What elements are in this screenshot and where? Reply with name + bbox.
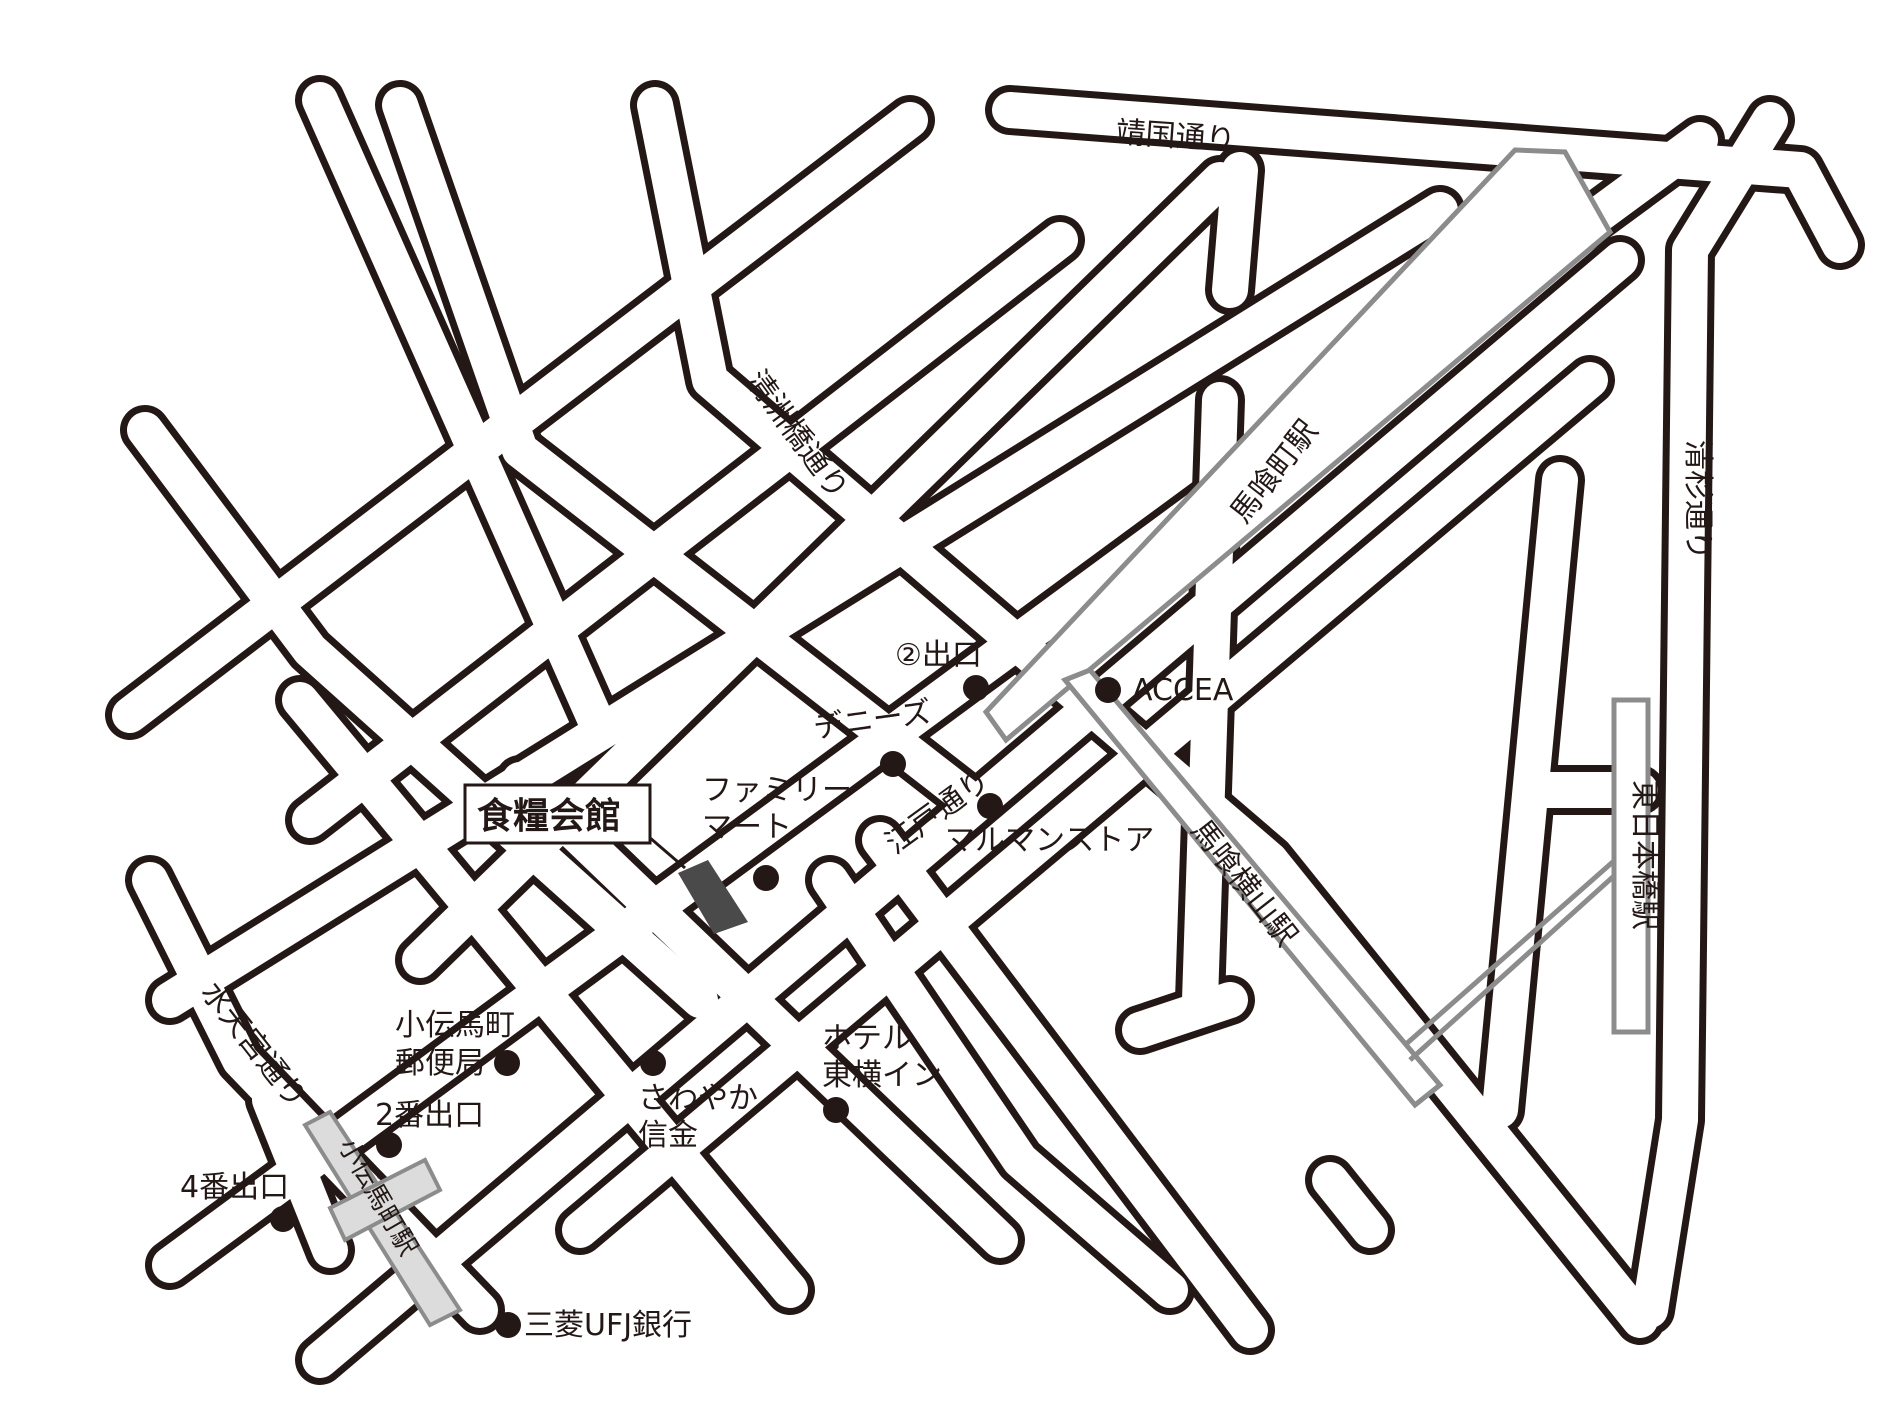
station-higashi-nihonbashi-shape — [1403, 697, 1651, 1062]
poi-label-sawayaka-line1: さわやか — [638, 1081, 758, 1116]
poi-dot — [1095, 677, 1121, 703]
poi-label-exit2-circle: ②出口 — [895, 638, 982, 673]
poi-accea: ACCEA — [1095, 673, 1234, 708]
station-kodenmacho-shape — [302, 1109, 463, 1328]
poi-dot — [494, 1050, 520, 1076]
poi-label-exit2: 2番出口 — [375, 1098, 484, 1133]
map-title: 食糧会館 — [477, 795, 621, 837]
road-label-kiyosugi: 清杉通り — [1680, 440, 1715, 560]
poi-mufg: 三菱UFJ銀行 — [495, 1308, 692, 1343]
poi-exit4: 4番出口 — [180, 1170, 296, 1232]
poi-label-mufg: 三菱UFJ銀行 — [524, 1308, 692, 1343]
poi-dot — [495, 1312, 521, 1338]
road-label-yasukuni: 靖国通り — [1114, 115, 1236, 158]
poi-dot — [977, 793, 1003, 819]
poi-dot — [963, 675, 989, 701]
poi-exit2: 2番出口 — [375, 1098, 484, 1158]
poi-label-sawayaka-line2: 信金 — [638, 1118, 698, 1153]
poi-dot — [753, 865, 779, 891]
station-bakurocho-shape — [982, 147, 1614, 744]
shokuryo-kaikan-building — [678, 860, 748, 934]
station-label-higashi-nihonbashi: 東日本橋駅 — [1627, 780, 1662, 930]
poi-hotel-toyoko-inn: ホテル 東横イン — [822, 1021, 942, 1123]
title-callout: 食糧会館 — [463, 783, 652, 845]
poi-label-post-line2: 郵便局 — [395, 1046, 485, 1081]
poi-dot — [270, 1206, 296, 1232]
poi-label-accea: ACCEA — [1132, 673, 1234, 708]
poi-dot — [640, 1050, 666, 1076]
poi-label-familymart-line2: マート — [702, 810, 792, 845]
poi-dot — [376, 1132, 402, 1158]
poi-maruman: マルマンストア — [945, 793, 1154, 858]
poi-label-familymart-line1: ファミリー — [702, 773, 852, 808]
road-network-fill — [112, 82, 1858, 1378]
poi-label-maruman: マルマンストア — [945, 823, 1154, 858]
poi-exit2-circle: ②出口 — [895, 638, 989, 701]
poi-dot — [823, 1097, 849, 1123]
poi-label-hotel-line2: 東横イン — [822, 1058, 942, 1093]
poi-dot — [880, 751, 906, 777]
poi-sawayaka-shinkin: さわやか 信金 — [638, 1050, 758, 1153]
poi-familymart: ファミリー マート — [702, 773, 852, 891]
poi-label-post-line1: 小伝馬町 — [395, 1008, 515, 1043]
poi-post-office: 小伝馬町 郵便局 — [395, 1008, 520, 1081]
station-bakuro-yokoyama-shape — [1060, 667, 1444, 1109]
poi-label-exit4: 4番出口 — [180, 1170, 289, 1205]
poi-label-hotel-line1: ホテル — [822, 1021, 912, 1056]
